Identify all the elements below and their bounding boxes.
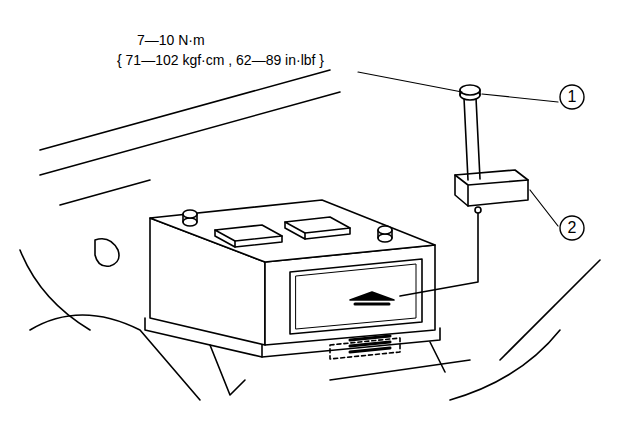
callout-number: 1 (559, 84, 585, 110)
callout-circle-outline (560, 85, 584, 109)
callout-circle: 1 (559, 84, 585, 110)
callout-number: 2 (559, 215, 585, 241)
callout-circle-outline (560, 216, 584, 240)
torque-spec: { 71—102 kgf·cm , 62—89 in·lbf } (117, 52, 324, 69)
callout-circle: 2 (559, 215, 585, 241)
torque-spec: 7—10 N·m (137, 32, 205, 49)
